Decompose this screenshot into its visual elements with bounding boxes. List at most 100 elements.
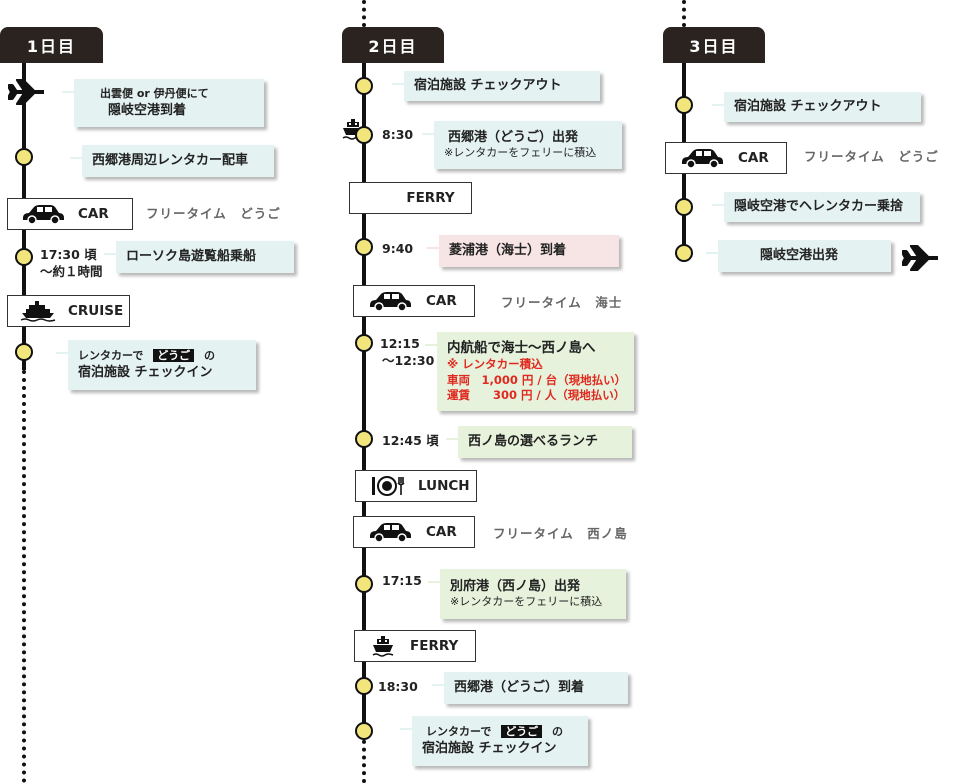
day2-lunch-time: 12:45 頃 [382, 433, 439, 448]
day1-checkin-highlight: どうご [153, 348, 195, 362]
airplane-arrival-icon [7, 78, 46, 109]
cruise-ship-icon [8, 300, 68, 322]
day1-car-note: フリータイム どうご [146, 206, 281, 221]
day1-arrival-line2: 隠岐空港到着 [108, 102, 187, 118]
day1-checkin-line1: レンタカーで どうご の [78, 348, 246, 364]
day1-checkin-suffix: の [204, 348, 216, 362]
day3-label: 3日目 [689, 37, 739, 56]
day2-checkin-suffix: の [552, 724, 564, 738]
day2-ferry1-box: FERRY [349, 182, 472, 214]
day2-arr-time: 9:40 [382, 241, 414, 256]
day2-inner-line3: 車両 1,000 円 / 台（現地払い） [447, 372, 627, 387]
day1-cruise-event-card: ローソク島遊覧船乗船 [104, 241, 294, 273]
day1-car-label: CAR [78, 206, 109, 222]
day2-inner-time-line2: 〜12:30 [382, 352, 435, 368]
day2-arr2-card: 西郷港（どうご）到着 [432, 672, 628, 704]
day2-node-dep2 [355, 575, 373, 593]
day2-car1-label: CAR [426, 293, 457, 309]
day2-ferry2-box: FERRY [354, 630, 476, 662]
day1-cruise-time-line1: 17:30 頃 [40, 247, 97, 262]
day2-car2-note: フリータイム 西ノ島 [493, 526, 628, 541]
day2-dep2-line1: 別府港（西ノ島）出発 [450, 578, 581, 594]
day3-depart-text: 隠岐空港出発 [760, 248, 839, 264]
day1-checkin-prefix: レンタカーで [78, 348, 144, 362]
day2-dep-line2: ※レンタカーをフェリーに積込 [444, 146, 597, 160]
day1-tab: 1日目 [0, 27, 103, 63]
day2-arr2-text: 西郷港（どうご）到着 [454, 680, 585, 696]
day2-lunch-event-text: 西ノ島の選べるランチ [468, 434, 599, 450]
day2-car1-box: CAR [353, 285, 475, 317]
day2-dep2-card: 別府港（西ノ島）出発 ※レンタカーをフェリーに積込 [428, 569, 626, 619]
day3-return-card: 隠岐空港でヘレンタカー乗捨 [712, 192, 920, 222]
day2-inner-time: 12:15 〜12:30 [380, 336, 434, 370]
day1-cruise-box: CRUISE [7, 295, 130, 327]
day2-ferry2-label: FERRY [410, 638, 459, 654]
day2-node-checkin [355, 722, 373, 740]
day3-depart-card: 隠岐空港出発 [706, 240, 891, 272]
day1-arrival-card: 出雲便 or 伊丹便にて 隠岐空港到着 [62, 79, 264, 127]
day1-node-cruise [15, 248, 33, 266]
car-icon [354, 290, 426, 312]
day2-node-lunch [355, 430, 373, 448]
day2-arr-card: 菱浦港（海士）到着 [427, 235, 619, 267]
day2-checkin-card: レンタカーで どうご の 宿泊施設 チェックイン [400, 716, 588, 766]
day3-node-depart [675, 244, 693, 262]
day2-dep2-time: 17:15 [382, 573, 422, 588]
day3-node-checkout [675, 96, 693, 114]
day2-node-inner [355, 334, 373, 352]
day2-tab: 2日目 [342, 27, 444, 63]
day2-checkout-card: 宿泊施設 チェックアウト [392, 71, 600, 101]
day3-tab: 3日目 [663, 27, 765, 63]
day1-checkin-card: レンタカーで どうご の 宿泊施設 チェックイン [56, 340, 256, 390]
day2-checkin-line1: レンタカーで どうご の [422, 724, 578, 740]
day2-inner-card: 内航船で海士〜西ノ島へ ※ レンタカー積込 車両 1,000 円 / 台（現地払… [425, 332, 634, 411]
day3-node-return [675, 198, 693, 216]
lunch-plate-icon [356, 475, 418, 497]
day1-node-checkin [15, 343, 33, 361]
day2-checkout-text: 宿泊施設 チェックアウト [414, 78, 562, 94]
day1-cruise-time-line2: 〜約１時間 [40, 263, 103, 279]
day2-arr-text: 菱浦港（海士）到着 [449, 243, 567, 259]
day2-label: 2日目 [368, 37, 418, 56]
car-icon [666, 147, 738, 169]
day1-cruise-label: CRUISE [68, 303, 124, 319]
day2-inner-time-line1: 12:15 [380, 336, 420, 351]
day2-lunch-label: LUNCH [418, 478, 470, 494]
car-icon [354, 521, 426, 543]
day1-cruise-time: 17:30 頃 〜約１時間 [40, 247, 103, 281]
day2-checkin-highlight: どうご [501, 724, 543, 738]
day2-dep2-line2: ※レンタカーをフェリーに積込 [450, 595, 603, 609]
day2-inner-line4: 運賃 300 円 / 人（現地払い） [447, 388, 626, 403]
day2-dep-card: 西郷港（どうご）出発 ※レンタカーをフェリーに積込 [422, 121, 622, 169]
day2-lunch-event-card: 西ノ島の選べるランチ [446, 426, 632, 458]
day2-ferry1-label: FERRY [406, 190, 455, 206]
day1-cruise-event-text: ローソク島遊覧船乗船 [126, 249, 257, 265]
day1-rental-card: 西郷港周辺レンタカー配車 [70, 145, 274, 177]
day2-node-checkout [355, 77, 373, 95]
day1-rental-text: 西郷港周辺レンタカー配車 [92, 153, 249, 169]
day2-dep-time: 8:30 [382, 127, 414, 142]
day2-node-arr2 [355, 677, 373, 695]
day2-timeline-solid [362, 60, 366, 732]
day1-checkin-line2: 宿泊施設 チェックイン [78, 364, 213, 380]
day1-label: 1日目 [26, 37, 77, 56]
day2-dep-line1: 西郷港（どうご）出発 [448, 129, 579, 145]
day3-car-label: CAR [738, 150, 769, 166]
day1-arrival-line1: 出雲便 or 伊丹便にて [100, 86, 209, 100]
car-icon [8, 203, 78, 225]
day2-node-arr [355, 238, 373, 256]
day2-timeline-dotted-bottom [362, 732, 366, 783]
airplane-departure-icon [901, 244, 940, 275]
day3-checkout-text: 宿泊施設 チェックアウト [734, 99, 882, 115]
day2-car2-label: CAR [426, 524, 457, 540]
day2-car2-box: CAR [353, 516, 475, 548]
day2-lunch-box: LUNCH [355, 470, 477, 502]
day3-return-text: 隠岐空港でヘレンタカー乗捨 [734, 199, 904, 215]
day2-timeline-dotted-top [362, 0, 366, 27]
day2-checkin-prefix: レンタカーで [426, 724, 492, 738]
day2-checkin-line2: 宿泊施設 チェックイン [422, 740, 557, 756]
day3-car-box: CAR [665, 142, 787, 174]
day1-node-rental [15, 148, 33, 166]
day3-timeline-dotted-top [682, 0, 686, 27]
day2-inner-line2: ※ レンタカー積込 [447, 357, 543, 372]
